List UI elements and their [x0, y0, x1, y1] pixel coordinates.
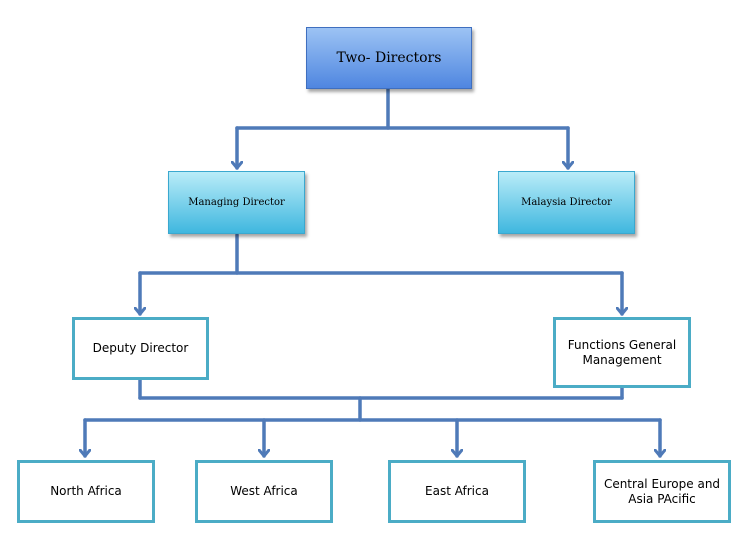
node-east-africa: East Africa: [388, 460, 526, 523]
node-north-africa: North Africa: [17, 460, 155, 523]
node-west-africa: West Africa: [195, 460, 333, 523]
node-malaysia-director: Malaysia Director: [498, 171, 635, 234]
node-deputy-director: Deputy Director: [72, 317, 209, 380]
node-two-directors: Two- Directors: [306, 27, 472, 89]
node-central-europe-asia-pacific: Central Europe and Asia PAcific: [593, 460, 731, 523]
node-managing-director: Managing Director: [168, 171, 305, 234]
node-functions-general-management: Functions General Management: [553, 317, 691, 388]
